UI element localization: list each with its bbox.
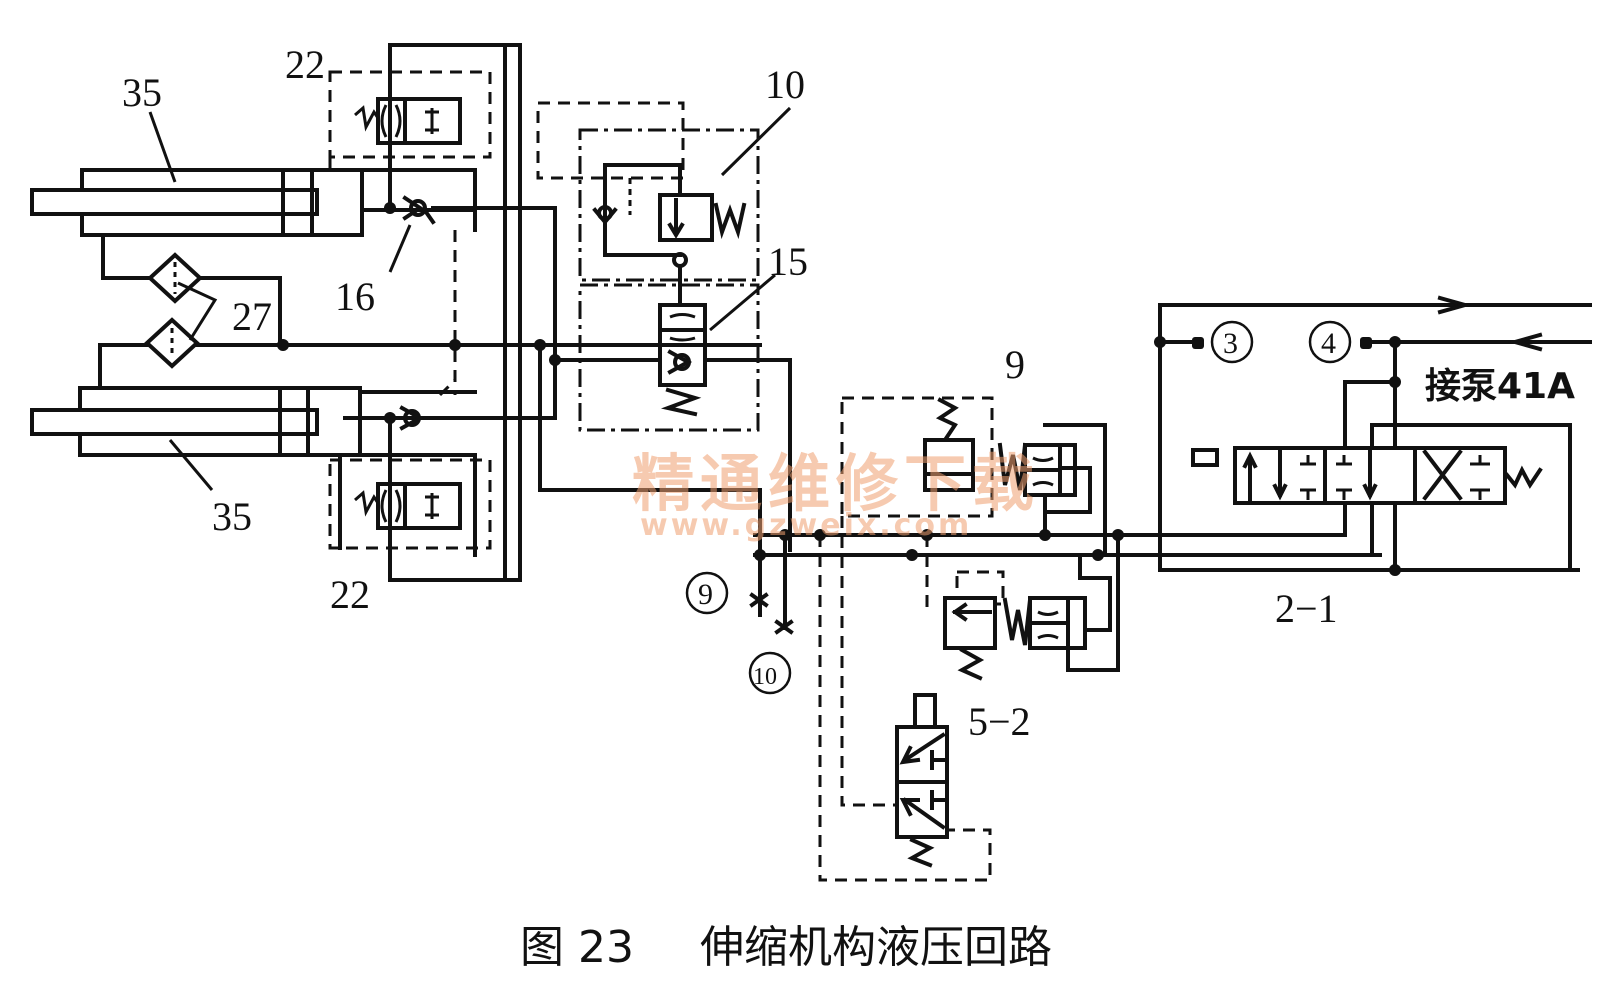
port-marker-9: 9 bbox=[685, 571, 729, 615]
flow-arrow-in bbox=[1507, 332, 1543, 352]
watermark-url: www.gzweix.com bbox=[640, 508, 972, 543]
valve-15 bbox=[658, 303, 707, 417]
valve-10-enclosure bbox=[578, 128, 760, 282]
valve-15-enclosure bbox=[578, 283, 760, 432]
port-marker-4: 4 bbox=[1308, 320, 1352, 364]
label-pump-41a: 接泵41A bbox=[1425, 366, 1575, 407]
svg-text:3: 3 bbox=[1223, 327, 1238, 360]
figure-caption-title: 伸缩机构液压回路 bbox=[700, 922, 1052, 973]
leader-35-bottom bbox=[168, 439, 214, 491]
valve-22-bottom bbox=[354, 482, 462, 530]
hydraulic-cylinder-top bbox=[30, 168, 364, 237]
leader-10 bbox=[720, 106, 792, 177]
label-filter-27: 27 bbox=[232, 294, 272, 339]
label-valve-5-2: 5−2 bbox=[968, 699, 1031, 744]
port-marker-3: 3 bbox=[1210, 320, 1254, 364]
flow-arrow-out bbox=[1437, 295, 1473, 315]
label-cylinder-35-top: 35 bbox=[122, 70, 162, 115]
valve-9-enclosure bbox=[840, 396, 994, 518]
watermark-text: 精通维修下载 bbox=[632, 447, 1040, 520]
label-valve-2-1: 2−1 bbox=[1275, 586, 1338, 631]
spring-icon bbox=[354, 490, 380, 517]
valve-9-lower bbox=[943, 596, 1087, 681]
svg-text:10: 10 bbox=[753, 664, 777, 690]
valve-22-bottom-enclosure bbox=[328, 458, 492, 550]
svg-text:9: 9 bbox=[698, 578, 713, 611]
leader-16 bbox=[388, 224, 412, 273]
port-marker-10: 10 bbox=[748, 651, 792, 695]
label-valve-22-bottom: 22 bbox=[330, 572, 370, 617]
valve-22-top bbox=[354, 97, 462, 145]
label-valve-9: 9 bbox=[1005, 342, 1025, 387]
svg-text:4: 4 bbox=[1321, 327, 1336, 360]
valve-2-1 bbox=[1191, 446, 1543, 505]
spring-icon bbox=[354, 105, 380, 132]
leader-15 bbox=[709, 273, 776, 332]
check-valve-16-top bbox=[402, 195, 436, 225]
valve-5-2 bbox=[895, 693, 949, 868]
label-valve-10: 10 bbox=[765, 62, 805, 107]
label-check-valve-16: 16 bbox=[335, 274, 375, 319]
label-valve-15: 15 bbox=[768, 239, 808, 284]
valve-10 bbox=[592, 163, 747, 268]
hydraulic-cylinder-bottom bbox=[30, 386, 362, 457]
filter-27-top bbox=[147, 252, 203, 304]
valve-10-outer-enclosure bbox=[536, 101, 685, 180]
leader-27 bbox=[177, 281, 218, 341]
label-cylinder-35-bottom: 35 bbox=[212, 494, 252, 539]
leader-35-top bbox=[148, 111, 177, 183]
valve-22-top-enclosure bbox=[328, 70, 492, 159]
label-valve-22-top: 22 bbox=[285, 42, 325, 87]
figure-caption-number: 图 23 bbox=[520, 922, 634, 973]
spring-icon bbox=[1504, 465, 1543, 489]
filter-27-bottom bbox=[144, 317, 200, 369]
check-valve-16-bottom bbox=[399, 405, 425, 431]
